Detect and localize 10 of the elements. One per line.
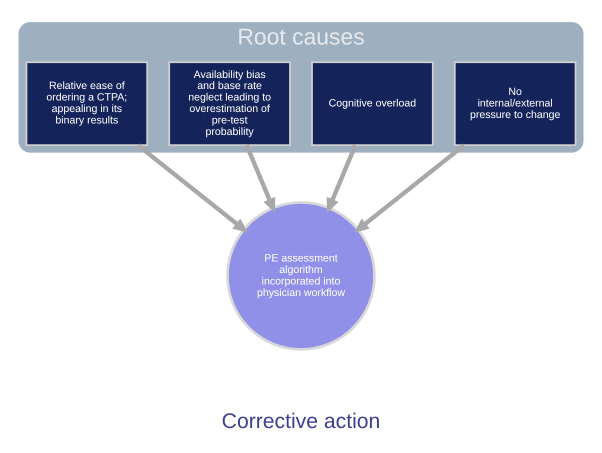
arrow <box>354 142 466 232</box>
node-box: Relative ease of ordering a CTPA; appealing in its binary results <box>26 60 148 146</box>
node-box: Cognitive overload <box>311 60 434 146</box>
arrow <box>136 142 248 232</box>
node-label: Corrective action <box>222 410 380 433</box>
node-box: Availability bias and base rate neglect leading to overestimation of pre-test probability <box>168 60 291 146</box>
arrow <box>244 144 276 212</box>
node-circle: PE assessment algorithm incorporated into physician workflow <box>226 200 376 350</box>
arrow <box>326 144 358 212</box>
node-box: No internal/external pressure to change <box>454 60 576 146</box>
